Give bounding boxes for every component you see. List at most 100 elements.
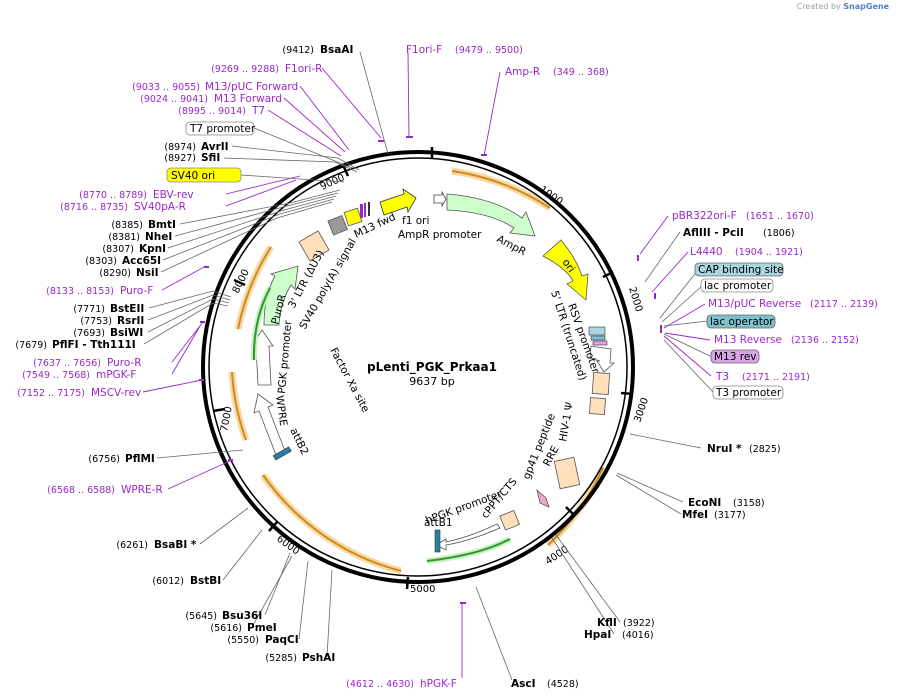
ampr-arrow <box>446 193 536 237</box>
enzyme-pos: (4528) <box>547 679 579 690</box>
enzyme-pos: (8927) <box>164 153 196 164</box>
enzyme-label: PmeI <box>247 622 277 634</box>
primer-pos: (8716 .. 8735) <box>60 202 128 213</box>
primer-pos: (7637 .. 7656) <box>33 358 101 369</box>
primer-pos: (9269 .. 9288) <box>211 64 279 75</box>
f1-ori-arrow <box>379 188 417 216</box>
primer-pos: (9479 .. 9500) <box>455 45 523 56</box>
boxed-label: lac operator <box>710 316 774 328</box>
enzyme-pos: (8974) <box>164 142 196 153</box>
rre-box <box>553 456 581 490</box>
primer-pos: (349 .. 368) <box>553 67 609 78</box>
psi-box <box>589 397 606 415</box>
enzyme-label: MfeI <box>682 509 708 521</box>
ring-ticks <box>212 147 634 590</box>
feature-label: f1 ori <box>402 215 429 227</box>
primer-label: M13 Reverse <box>714 334 782 346</box>
feature-glyphs <box>251 188 616 553</box>
primer-pos: (7152 .. 7175) <box>17 388 85 399</box>
enzyme-label: SfiI <box>201 152 220 164</box>
enzyme-pos: (8303) <box>85 256 117 267</box>
primer-pos: (2136 .. 2152) <box>791 335 859 346</box>
tick-label: 3000 <box>632 396 651 424</box>
feature-label: AmpR promoter <box>398 229 482 241</box>
enzyme-pos: (8307) <box>102 244 134 255</box>
enzyme-pos: (1806) <box>763 228 795 239</box>
primer-label: MSCV-rev <box>91 387 141 399</box>
enzyme-label: BsaAI <box>320 44 353 56</box>
feature-label: WPRE <box>273 395 289 427</box>
rsv-promoter-arrow <box>589 345 616 373</box>
primer-pos: (9024 .. 9041) <box>140 94 208 105</box>
ampr-promoter-arrow <box>433 190 447 208</box>
enzyme-pos: (6012) <box>152 576 184 587</box>
enzyme-label: PaqCI <box>265 634 299 646</box>
enzyme-pos: (7679) <box>15 340 47 351</box>
enzyme-pos: (4016) <box>622 630 654 641</box>
primer-pos: (8133 .. 8153) <box>46 286 114 297</box>
enzyme-label: BstEII <box>110 303 144 315</box>
boxed-label: CAP binding site <box>698 264 784 276</box>
primer-label: T7 <box>251 105 265 117</box>
enzyme-labels: (9412) BsaAI (8974) AvrII (8927) SfiI (8… <box>15 44 794 690</box>
enzyme-pos: (5285) <box>265 653 297 664</box>
tick-label: 2000 <box>626 286 644 314</box>
feature-label: attB1 <box>424 517 453 529</box>
primer-label: T3 <box>715 371 729 383</box>
ltr3-box <box>298 230 330 262</box>
feature-label: Factor Xa site <box>327 346 371 415</box>
enzyme-label: EcoNI <box>688 497 721 509</box>
boxed-label: SV40 ori <box>171 170 215 182</box>
snapgene-credit: Created by SnapGene <box>797 2 889 11</box>
enzyme-label: BsiWI <box>110 327 143 339</box>
enzyme-pos: (9412) <box>282 45 314 56</box>
credit-prefix: Created by <box>796 2 841 11</box>
primer-label: WPRE-R <box>121 484 163 496</box>
primer-label: Puro-R <box>107 357 142 369</box>
primer-label: SV40pA-R <box>134 201 186 213</box>
enzyme-pos: (3158) <box>733 498 765 509</box>
primer-pos: (2171 .. 2191) <box>742 372 810 383</box>
enzyme-pos: (8381) <box>108 232 140 243</box>
ltr5-box <box>591 372 611 395</box>
primer-label: M13/pUC Reverse <box>708 298 801 310</box>
primer-label: L4440 <box>690 246 723 258</box>
primer-label: mPGK-F <box>96 369 136 381</box>
primer-label: hPGK-F <box>420 678 457 690</box>
primer-pos: (9033 .. 9055) <box>132 82 200 93</box>
enzyme-label: NruI * <box>707 443 742 455</box>
primer-pos: (1904 .. 1921) <box>735 247 803 258</box>
enzyme-pos: (3922) <box>623 618 655 629</box>
enzyme-pos: (7753) <box>80 316 112 327</box>
feature-label: AmpR <box>495 233 528 258</box>
sv40-polya-box <box>327 214 348 236</box>
primer-connectors <box>142 51 712 678</box>
cppt-box <box>499 509 520 531</box>
enzyme-pos: (8385) <box>111 220 143 231</box>
enzyme-label: AscI <box>511 678 536 690</box>
tick-label: 7000 <box>219 405 235 432</box>
primer-pos: (8770 .. 8789) <box>79 190 147 201</box>
attb2-glyph <box>272 446 292 461</box>
feature-label: attB2 <box>287 426 310 457</box>
sv40-ori-box <box>343 207 363 227</box>
boxed-labels: T7 promoter SV40 ori CAP binding site la… <box>166 121 784 400</box>
primer-pos: (6568 .. 6588) <box>47 485 115 496</box>
enzyme-label: KpnI <box>139 243 166 255</box>
primer-label: M13/pUC Forward <box>205 81 298 93</box>
tick-label: 5000 <box>410 584 435 595</box>
enzyme-label: NsiI <box>136 267 159 279</box>
boxed-label: T7 promoter <box>189 123 256 135</box>
enzyme-pos: (5645) <box>185 611 217 622</box>
primer-pos: (2117 .. 2139) <box>810 299 878 310</box>
enzyme-pos: (2825) <box>749 444 781 455</box>
primer-pos: (1651 .. 1670) <box>746 211 814 222</box>
boxed-label: T3 promoter <box>715 387 782 399</box>
wpre-arrow <box>253 393 286 456</box>
enzyme-label: Acc65I <box>122 255 161 267</box>
primer-label: F1ori-F <box>406 44 442 56</box>
feature-label: HIV-1 Ψ <box>557 401 576 442</box>
primer-labels: F1ori-F (9479 .. 9500) (9269 .. 9288) F1… <box>17 44 878 690</box>
plasmid-size: 9637 bp <box>409 375 454 388</box>
